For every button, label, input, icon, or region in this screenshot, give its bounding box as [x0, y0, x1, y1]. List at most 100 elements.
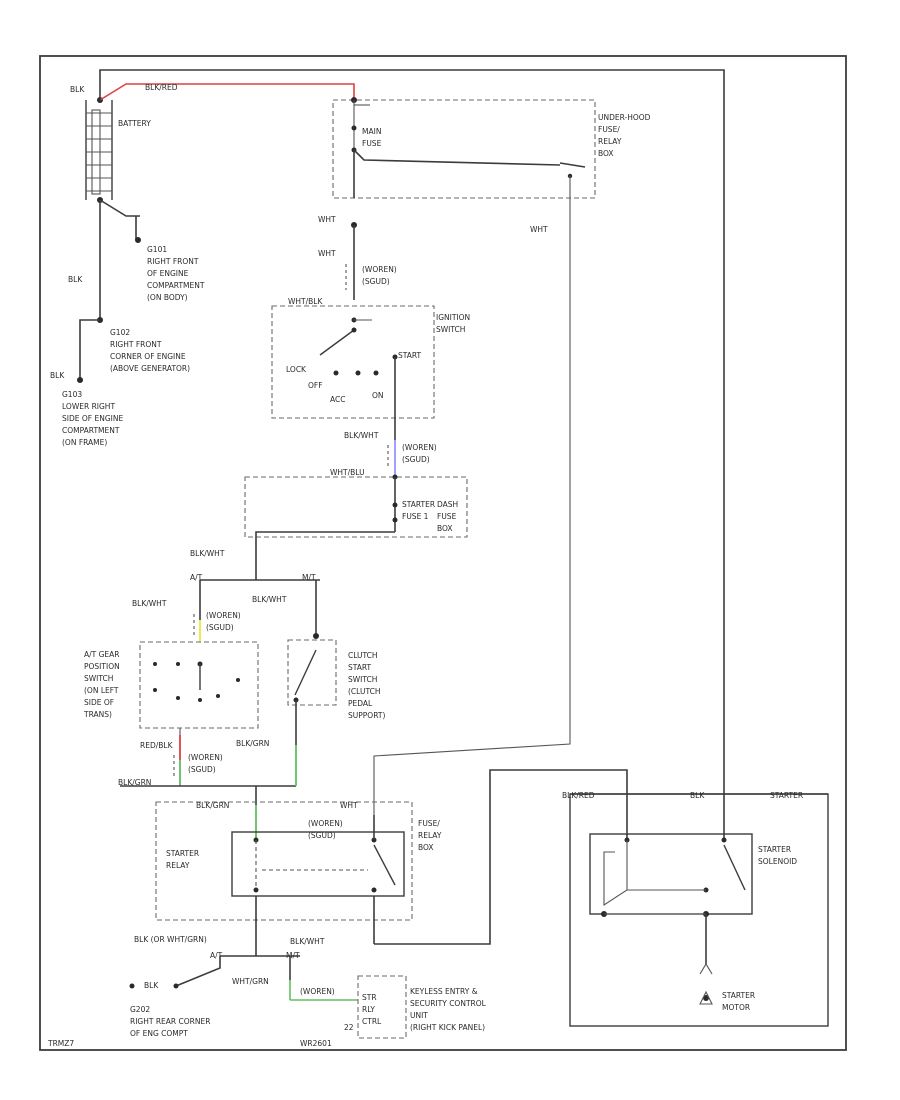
svg-text:SIDE OF ENGINE: SIDE OF ENGINE	[62, 414, 123, 423]
svg-text:ACC: ACC	[330, 395, 345, 404]
battery	[85, 100, 113, 200]
svg-text:(ON LEFT: (ON LEFT	[84, 686, 119, 695]
svg-text:BLK (OR WHT/GRN): BLK (OR WHT/GRN)	[134, 935, 207, 944]
svg-text:OFF: OFF	[308, 381, 323, 390]
svg-text:BOX: BOX	[437, 524, 453, 533]
svg-text:TRMZ7: TRMZ7	[47, 1039, 74, 1048]
svg-text:BLK/WHT: BLK/WHT	[344, 431, 379, 440]
svg-text:G202: G202	[130, 1005, 150, 1014]
svg-text:RELAY: RELAY	[166, 861, 190, 870]
diagram-border	[39, 55, 847, 1051]
clutch-start-switch	[287, 639, 337, 706]
svg-text:STARTER: STARTER	[402, 500, 435, 509]
svg-text:(ON BODY): (ON BODY)	[147, 293, 188, 302]
svg-text:SIDE OF: SIDE OF	[84, 698, 114, 707]
svg-text:CTRL: CTRL	[362, 1017, 382, 1026]
svg-text:BLK: BLK	[50, 371, 65, 380]
svg-text:(ABOVE GENERATOR): (ABOVE GENERATOR)	[110, 364, 190, 373]
battery-positive-wire	[99, 83, 355, 101]
svg-text:(WOREN): (WOREN)	[308, 819, 343, 828]
svg-text:BLK/WHT: BLK/WHT	[190, 549, 225, 558]
svg-text:BLK/RED: BLK/RED	[562, 791, 595, 800]
svg-text:WHT: WHT	[340, 801, 358, 810]
starter-assembly	[569, 793, 829, 1027]
svg-text:FUSE/: FUSE/	[598, 125, 620, 134]
svg-text:BLK: BLK	[68, 275, 83, 284]
svg-text:SWITCH: SWITCH	[348, 675, 377, 684]
at-gear-position-switch	[139, 641, 259, 729]
label-blk-red: BLK/RED	[145, 83, 178, 92]
svg-text:SUPPORT): SUPPORT)	[348, 711, 385, 720]
svg-text:FUSE/: FUSE/	[418, 819, 440, 828]
svg-text:A/T GEAR: A/T GEAR	[84, 650, 120, 659]
svg-text:(WOREN): (WOREN)	[206, 611, 241, 620]
svg-text:RELAY: RELAY	[598, 137, 622, 146]
under-hood-fuse-relay-box	[332, 99, 596, 199]
ignition-switch-box	[271, 305, 435, 419]
svg-text:SWITCH: SWITCH	[84, 674, 113, 683]
svg-text:RIGHT FRONT: RIGHT FRONT	[110, 340, 162, 349]
svg-text:G103: G103	[62, 390, 82, 399]
svg-text:M/T: M/T	[302, 573, 316, 582]
svg-text:START: START	[348, 663, 372, 672]
svg-text:(SGUD): (SGUD)	[308, 831, 336, 840]
svg-text:RIGHT FRONT: RIGHT FRONT	[147, 257, 199, 266]
svg-text:FUSE: FUSE	[437, 512, 457, 521]
svg-text:G102: G102	[110, 328, 130, 337]
svg-text:BLK: BLK	[690, 791, 705, 800]
svg-text:START: START	[398, 351, 422, 360]
svg-text:WHT: WHT	[530, 225, 548, 234]
svg-text:FUSE: FUSE	[362, 139, 382, 148]
svg-text:LOCK: LOCK	[286, 365, 307, 374]
svg-text:UNDER-HOOD: UNDER-HOOD	[598, 113, 651, 122]
svg-text:POSITION: POSITION	[84, 662, 120, 671]
svg-text:G101: G101	[147, 245, 167, 254]
svg-text:WHT/BLU: WHT/BLU	[330, 468, 365, 477]
svg-text:22: 22	[344, 1023, 354, 1032]
svg-text:WHT: WHT	[318, 215, 336, 224]
svg-text:IGNITION: IGNITION	[436, 313, 470, 322]
wire-battery-to-solenoid	[99, 69, 725, 840]
label-main-fuse: MAIN	[362, 127, 381, 136]
keyless-entry-security-unit	[357, 975, 407, 1039]
svg-text:(SGUD): (SGUD)	[402, 455, 430, 464]
svg-text:BLK/WHT: BLK/WHT	[290, 937, 325, 946]
svg-text:ON: ON	[372, 391, 384, 400]
starter-relay	[231, 831, 405, 897]
svg-text:STARTER: STARTER	[770, 791, 803, 800]
svg-text:STARTER: STARTER	[722, 991, 755, 1000]
starter-relay-box	[155, 801, 413, 921]
svg-text:(WOREN): (WOREN)	[362, 265, 397, 274]
svg-text:BLK/GRN: BLK/GRN	[118, 778, 151, 787]
svg-text:BLK/GRN: BLK/GRN	[236, 739, 269, 748]
svg-text:M/T: M/T	[286, 951, 300, 960]
svg-text:(CLUTCH: (CLUTCH	[348, 687, 380, 696]
svg-text:(RIGHT KICK PANEL): (RIGHT KICK PANEL)	[410, 1023, 485, 1032]
svg-text:BOX: BOX	[598, 149, 614, 158]
svg-text:CLUTCH: CLUTCH	[348, 651, 378, 660]
svg-text:STR: STR	[362, 993, 377, 1002]
svg-text:(SGUD): (SGUD)	[206, 623, 234, 632]
svg-text:BLK/WHT: BLK/WHT	[252, 595, 287, 604]
svg-text:A/T: A/T	[190, 573, 203, 582]
svg-text:PEDAL: PEDAL	[348, 699, 373, 708]
svg-text:OF ENGINE: OF ENGINE	[147, 269, 189, 278]
svg-text:(ON FRAME): (ON FRAME)	[62, 438, 107, 447]
svg-text:SWITCH: SWITCH	[436, 325, 465, 334]
svg-text:OF ENG COMPT: OF ENG COMPT	[130, 1029, 188, 1038]
svg-text:DASH: DASH	[437, 500, 458, 509]
svg-text:BLK/GRN: BLK/GRN	[196, 801, 229, 810]
svg-text:(WOREN): (WOREN)	[402, 443, 437, 452]
svg-text:BLK: BLK	[144, 981, 159, 990]
svg-text:A/T: A/T	[210, 951, 223, 960]
svg-text:WHT: WHT	[318, 249, 336, 258]
svg-text:(WOREN): (WOREN)	[188, 753, 223, 762]
svg-text:(SGUD): (SGUD)	[362, 277, 390, 286]
label-battery: BATTERY	[118, 119, 151, 128]
label-blk-top: BLK	[70, 85, 85, 94]
svg-text:UNIT: UNIT	[410, 1011, 428, 1020]
dash-fuse-box	[244, 476, 468, 538]
svg-text:LOWER RIGHT: LOWER RIGHT	[62, 402, 115, 411]
svg-text:WR2601: WR2601	[300, 1039, 332, 1048]
